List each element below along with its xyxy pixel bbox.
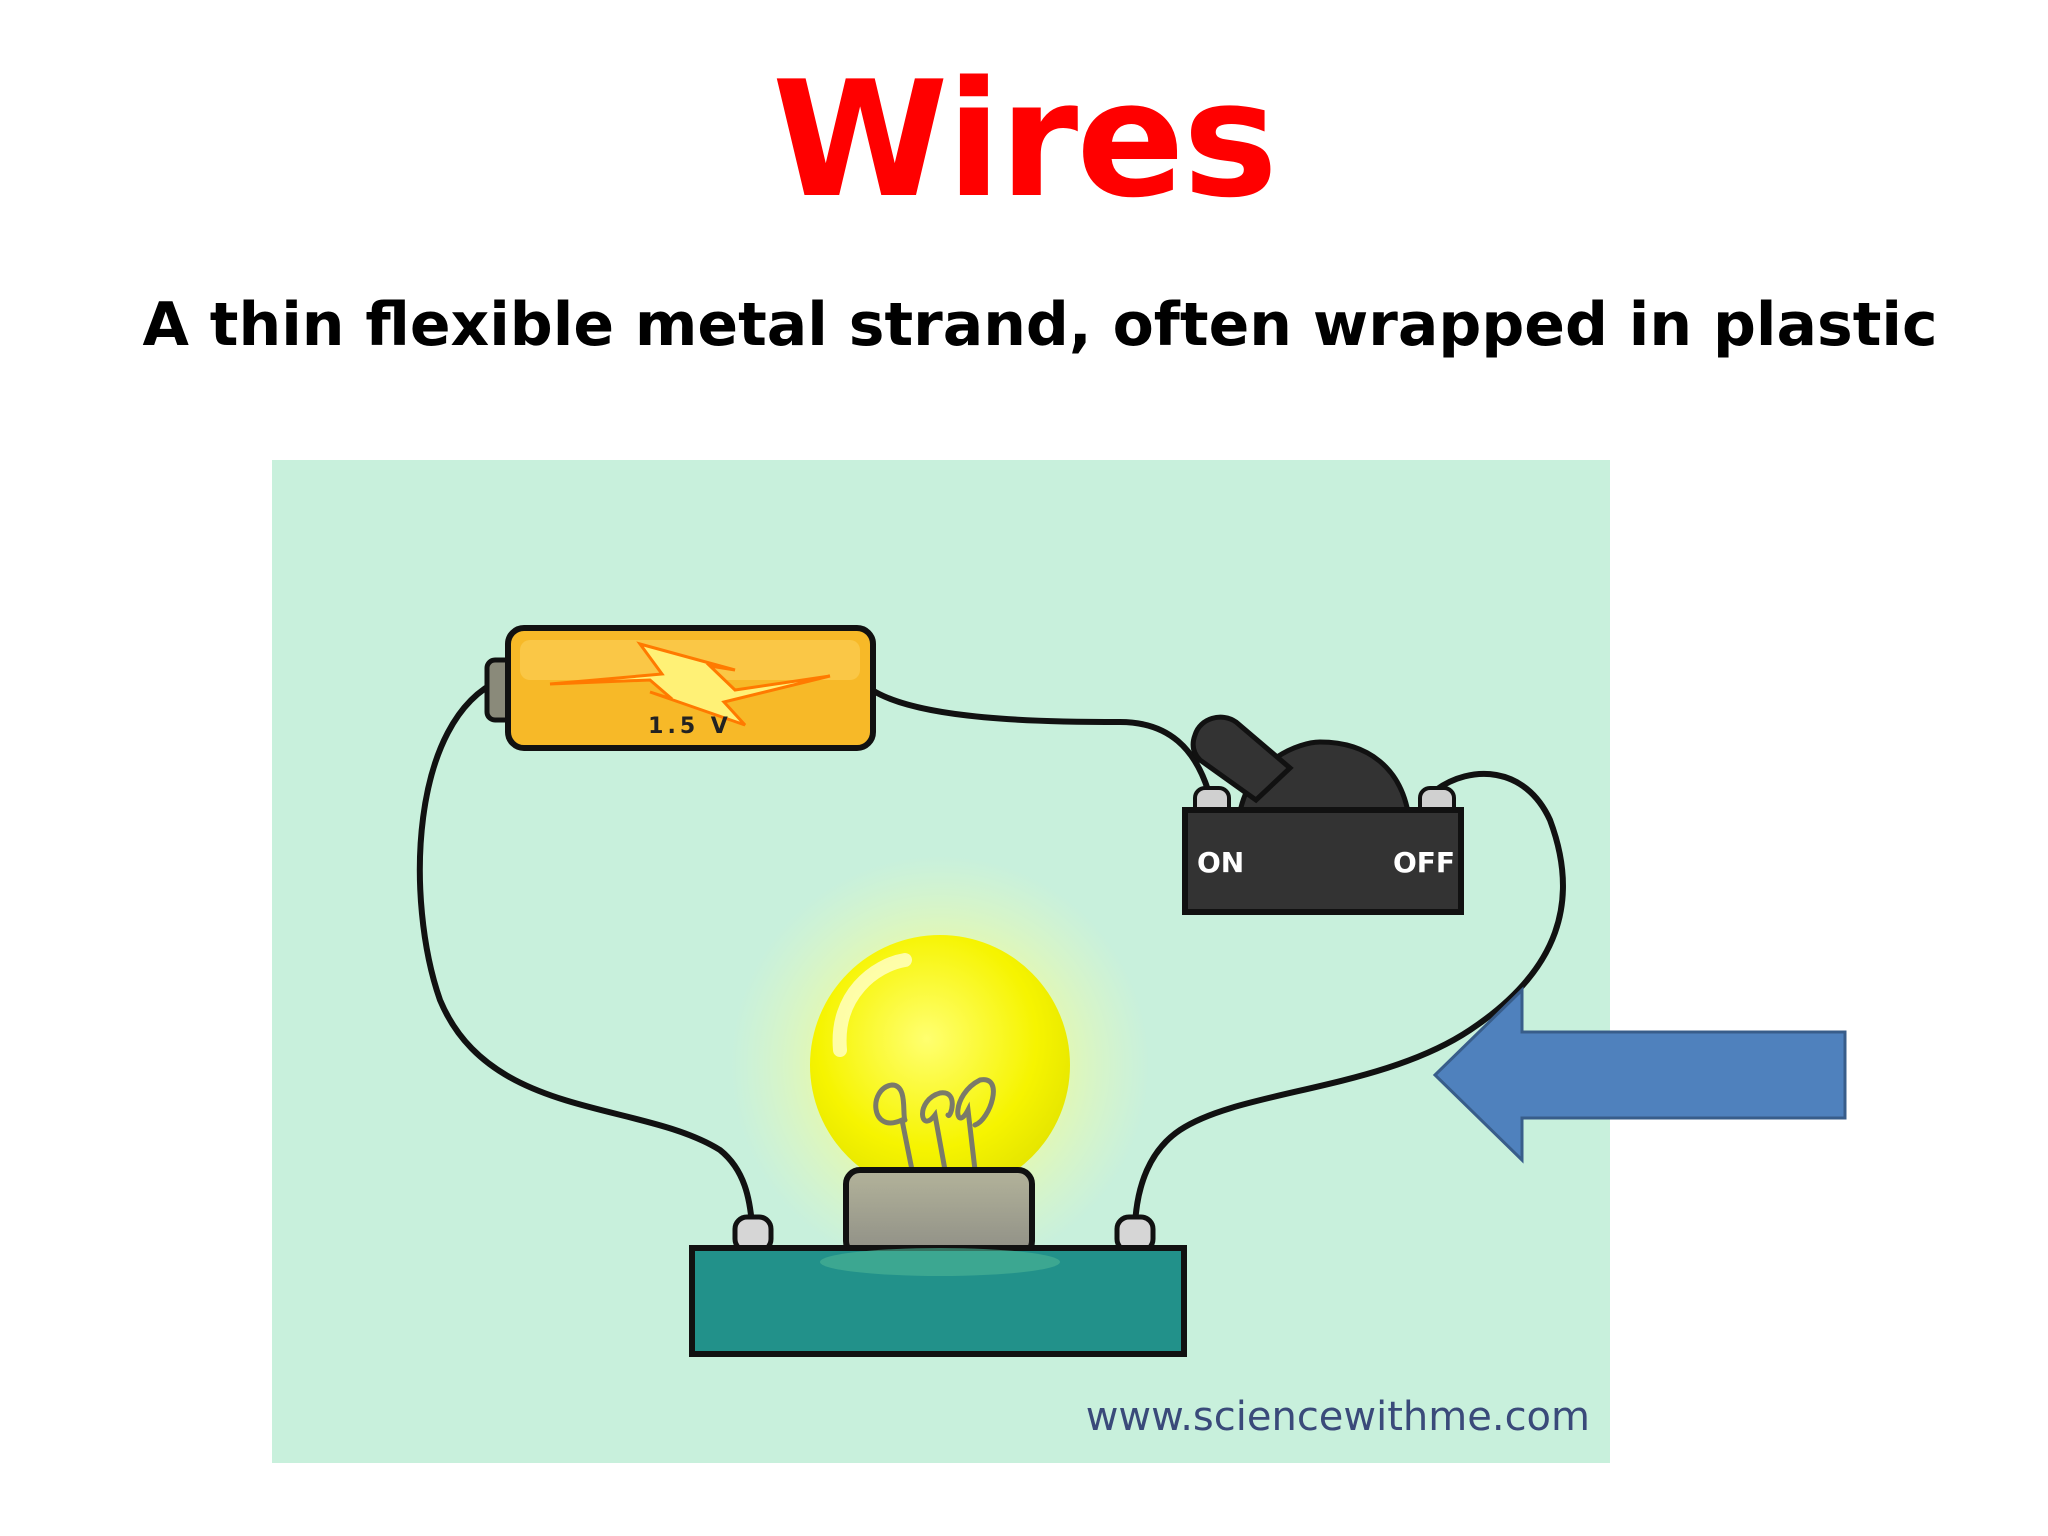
wire-battery-to-switch (869, 687, 1211, 793)
watermark: www.sciencewithme.com (1086, 1394, 1590, 1440)
light-bulb (810, 935, 1070, 1258)
switch-on-label: ON (1197, 846, 1244, 879)
bulb-socket (843, 1167, 1035, 1258)
slide-subtitle: A thin flexible metal strand, often wrap… (142, 290, 1938, 360)
lightning-bolt-icon (549, 641, 831, 727)
wires (416, 677, 1566, 1228)
toggle-switch: ON OFF (1182, 714, 1464, 915)
switch-lever (1190, 714, 1294, 804)
battery-voltage-label: 1.5 V (648, 714, 732, 739)
bulb-base (689, 1214, 1187, 1357)
switch-off-label: OFF (1393, 846, 1455, 879)
arrow-left-icon (1432, 986, 1847, 1164)
slide-title: Wires (772, 46, 1278, 233)
filament (873, 1077, 996, 1173)
wire-switch-to-bulb (1132, 770, 1566, 1228)
battery: 1.5 V (484, 625, 876, 751)
wire-battery-to-bulb (416, 677, 755, 1228)
